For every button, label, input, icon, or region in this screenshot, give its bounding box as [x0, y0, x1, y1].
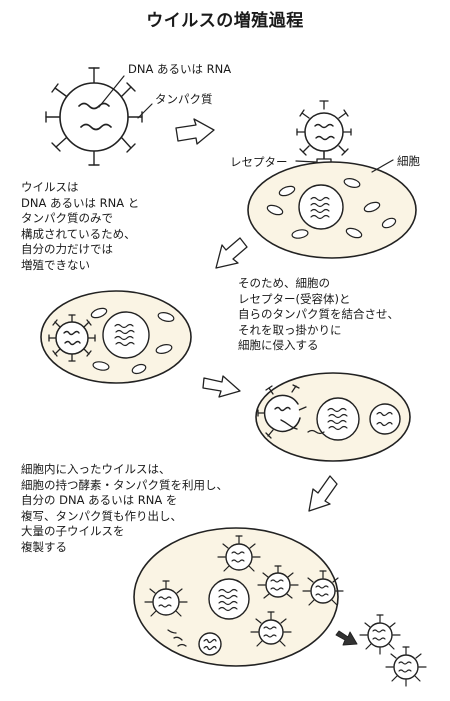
new-virus-3	[257, 565, 299, 599]
text-replication-description: 細胞内に入ったウイルスは、 細胞の持つ酵素・タンパク質を利用し、 自分の DNA…	[21, 462, 228, 554]
cell-3-organelle-round	[369, 403, 401, 435]
text-binding-description: そのため、細胞の レセプター(受容体)と 自らのタンパク質を結合させ、 それを取…	[238, 276, 399, 352]
cell-1-organelles	[266, 178, 397, 239]
arrow-3	[202, 375, 241, 398]
label-protein: タンパク質	[155, 92, 213, 106]
arrow-4	[308, 475, 338, 512]
released-virus-1	[359, 614, 401, 655]
leader-cell	[371, 159, 394, 173]
leader-protein	[137, 103, 153, 119]
cell-1-nucleus	[298, 184, 344, 230]
new-virus-1	[217, 535, 261, 572]
dna-fragments	[167, 629, 187, 647]
arrow-2	[215, 237, 248, 269]
virus-inside-membrane	[257, 384, 307, 439]
cell-2-organelles	[90, 307, 175, 375]
label-dna-rna: DNA あるいは RNA	[128, 62, 232, 76]
virus-entering	[48, 314, 96, 362]
leader-dna	[98, 75, 125, 108]
diagram-title: ウイルスの増殖過程	[146, 11, 304, 31]
arrow-1	[175, 118, 215, 145]
new-virus-2	[144, 580, 188, 617]
cell-4-organelle-round	[198, 632, 222, 656]
label-receptor: レセプター	[230, 155, 288, 169]
virus-binding	[296, 100, 352, 156]
new-virus-4	[302, 570, 344, 606]
exit-arrow	[335, 630, 358, 646]
cell-2-nucleus	[102, 311, 150, 359]
cell-3-nucleus	[316, 397, 360, 441]
released-virus-2	[385, 646, 427, 687]
virus-large	[45, 67, 143, 166]
text-virus-description: ウイルスは DNA あるいは RNA と タンパク質のみで 構成されているため、…	[21, 180, 140, 272]
cell-4-nucleus-main	[208, 578, 250, 620]
leader-receptor	[295, 160, 317, 163]
virus-rna-strand	[307, 429, 325, 435]
new-virus-5	[250, 611, 292, 647]
label-cell: 細胞	[397, 154, 420, 168]
